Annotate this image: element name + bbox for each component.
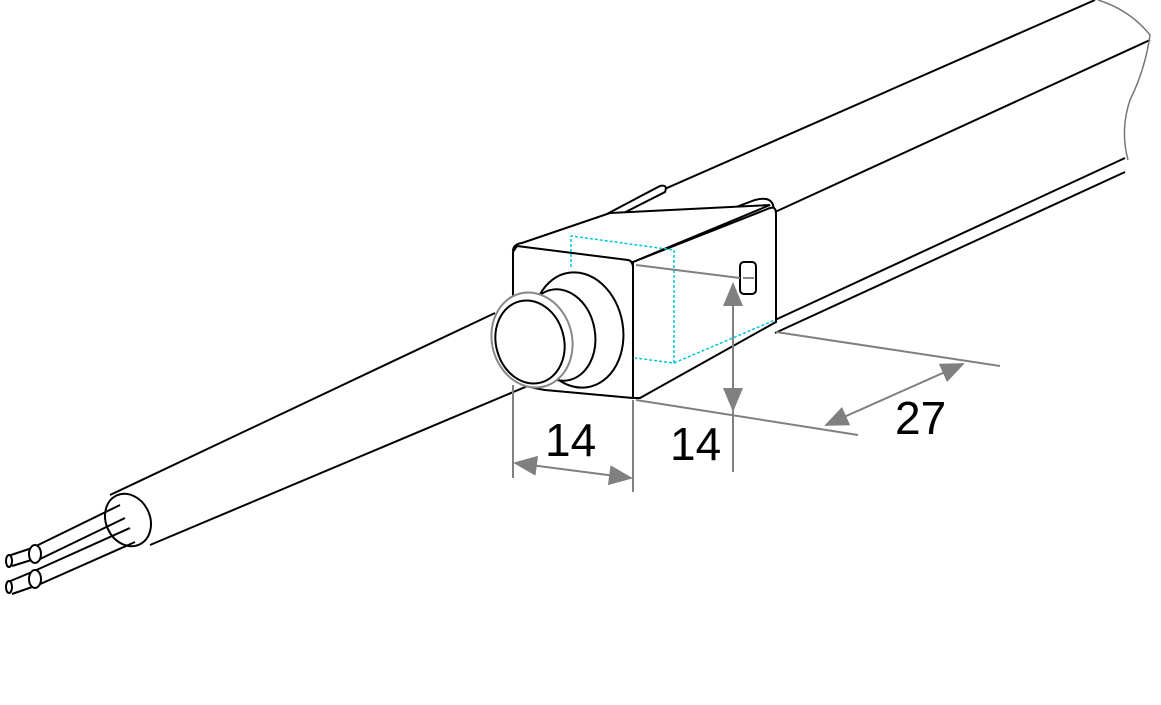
width-dimension-label: 14: [545, 414, 596, 466]
profile: [609, 0, 1151, 334]
length-dimension-label: 27: [895, 392, 946, 444]
dimension-height: [635, 264, 743, 472]
dimension-length: [635, 331, 1001, 436]
hidden-edges: [570, 235, 776, 364]
cable: [5, 271, 625, 595]
dimension-width: [512, 385, 634, 492]
height-dimension-label: 14: [670, 418, 721, 470]
